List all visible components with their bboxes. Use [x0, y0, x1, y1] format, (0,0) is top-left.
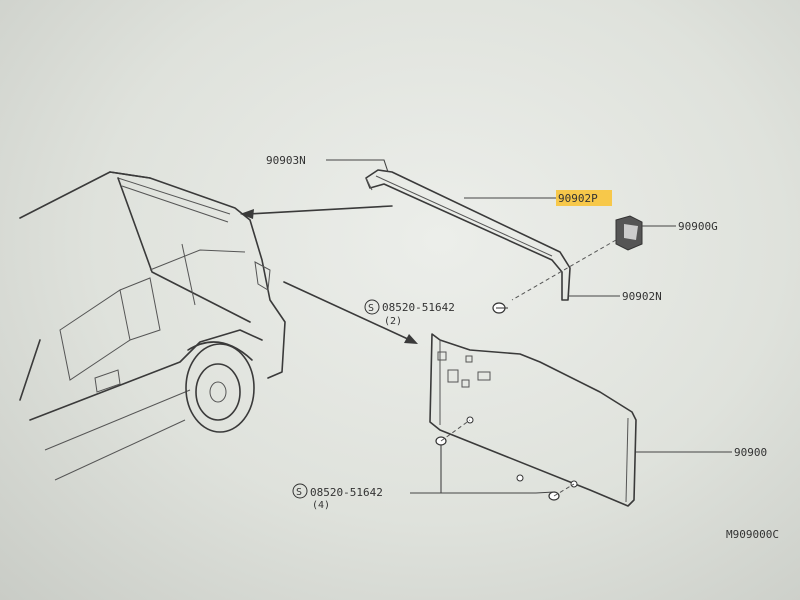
bracket-dashed-line: [511, 239, 617, 301]
label-screw-bottom-qty: (4): [312, 500, 330, 511]
trim-panel-part: [429, 333, 637, 507]
garnish-upper-part: [365, 169, 571, 301]
screw-symbol-top: S: [368, 303, 374, 314]
screw-bottom-label-group: S 08520-51642 (4): [292, 483, 383, 511]
screw-symbol-bottom: S: [296, 487, 302, 498]
assembly-arrows: [240, 205, 418, 344]
leader-lines: [326, 159, 732, 494]
screw-bottom-icon: [435, 419, 575, 501]
screw-top-label-group: S 08520-51642 (2): [364, 299, 455, 327]
label-90903N: 90903N: [266, 154, 306, 167]
highlight-marker: [556, 190, 612, 206]
label-90902P: 90902P: [558, 192, 598, 205]
label-screw-bottom: 08520-51642: [310, 486, 383, 499]
label-90900: 90900: [734, 446, 767, 459]
label-90900G: 90900G: [678, 220, 718, 233]
bracket-part: [615, 215, 643, 251]
label-screw-top-qty: (2): [384, 316, 402, 327]
label-90902N: 90902N: [622, 290, 662, 303]
diagram-id: M909000C: [726, 528, 779, 541]
vehicle-illustration: [19, 171, 286, 481]
label-screw-top: 08520-51642: [382, 301, 455, 314]
